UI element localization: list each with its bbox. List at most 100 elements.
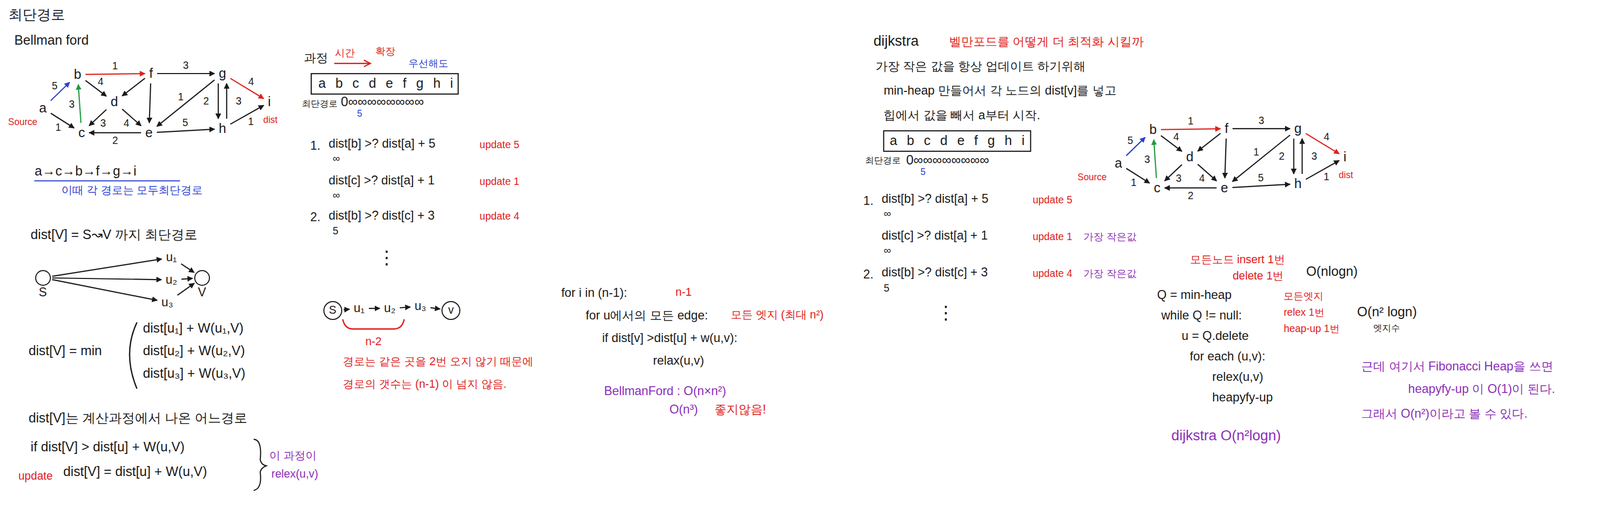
note-text: update 4 — [479, 209, 520, 222]
graph-vertex: u₁ — [163, 249, 180, 266]
note-text: dist — [263, 114, 278, 125]
note-text: 근데 여기서 Fibonacci Heap을 쓰면 — [1361, 359, 1553, 374]
note-text: ⋮ — [936, 301, 955, 323]
note-text: ⋮ — [377, 246, 396, 268]
edge-arrow — [1197, 133, 1221, 152]
edge-arrow — [430, 307, 440, 310]
graph-vertex: u₂ — [163, 271, 181, 288]
edge-weight: 5 — [50, 80, 59, 92]
node-text: c — [1153, 180, 1161, 196]
graph-vertex: b — [1146, 121, 1160, 139]
edge-weight: 3 — [1257, 114, 1266, 126]
graph-vertex: a — [36, 99, 50, 117]
circle-node: S — [323, 300, 343, 320]
note-text: dist[u₁] + W(u₁,V) — [142, 320, 244, 336]
node-text: e — [145, 125, 153, 141]
edge-weight: 3 — [182, 59, 191, 71]
note-text: dist[V] = min — [28, 342, 102, 359]
graph-vertex: i — [1340, 148, 1350, 166]
note-text: a b c d e f g h i — [318, 75, 454, 91]
note-text: 과정 — [303, 50, 329, 66]
note-text: 확장 — [375, 45, 396, 57]
edge-weight: 2 — [111, 134, 120, 146]
edge-weight: 2 — [1277, 150, 1286, 162]
note-text: update — [18, 469, 53, 483]
note-text: 모든엣지 — [1283, 289, 1324, 302]
edge-arrow — [400, 306, 411, 308]
edge-arrow — [1293, 138, 1295, 174]
edge-arrow — [1153, 139, 1157, 178]
node-text: h — [1294, 176, 1302, 192]
note-text: for i in (n-1): — [561, 285, 628, 300]
edge-arrow — [1164, 187, 1217, 189]
node-text: d — [1186, 149, 1194, 165]
edge-weight: 5 — [1256, 172, 1265, 184]
graph-vertex: e — [1218, 179, 1231, 197]
note-text: dist[b] >? dist[a] + 5 — [881, 191, 989, 206]
edge-arrow — [181, 278, 193, 279]
graph-vertex: h — [216, 120, 229, 138]
note-text: a→c→b→f→g→i — [34, 163, 137, 179]
edge-arrow — [52, 277, 162, 280]
graph-vertex: u₁ — [351, 300, 368, 317]
note-text: relex(u,v) — [1212, 369, 1263, 384]
edge-arrow — [181, 263, 195, 273]
note-text: min-heap 만들어서 각 노드의 dist[v]를 넣고 — [883, 83, 1117, 98]
note-text: O(n³) — [669, 402, 698, 417]
note-text: n-2 — [365, 334, 382, 349]
note-text: Source — [1077, 171, 1107, 183]
note-text: dijkstra — [873, 32, 919, 49]
graph-vertex: u₃ — [159, 294, 176, 311]
note-text: dist[c] >? dist[a] + 1 — [328, 173, 435, 188]
node-text: S — [329, 303, 337, 317]
graph-vertex: d — [1183, 148, 1197, 166]
note-text: dist — [1338, 169, 1353, 181]
node-text: u₁ — [353, 301, 365, 315]
edge-weight: 1 — [111, 60, 120, 72]
note-text: ∞ — [883, 244, 891, 256]
note-text: 경로의 갯수는 (n-1) 이 넘지 않음. — [342, 377, 507, 391]
edge-weight: 4 — [96, 76, 105, 88]
graph-vertex: i — [265, 93, 274, 111]
edge-weight: 3 — [1174, 172, 1183, 184]
note-text: ∞ — [883, 207, 891, 219]
note-text: while Q != null: — [1161, 308, 1242, 323]
note-text: heap-up 1번 — [1283, 322, 1340, 334]
note-text: dist[u₂] + W(u₂,V) — [142, 342, 245, 359]
edge-weight: 5 — [181, 117, 190, 129]
note-text: 좋지않음! — [714, 402, 766, 417]
edge-arrow — [226, 83, 228, 119]
note-text: O(n² logn) — [1356, 303, 1417, 320]
note-text: 최단경로 — [865, 154, 901, 166]
edge-weight: 3 — [1143, 153, 1152, 165]
note-text: 2. — [863, 267, 874, 282]
note-text: 가장 작은값 — [1083, 267, 1136, 279]
graph-vertex: u₂ — [381, 300, 399, 317]
node-text: g — [218, 66, 227, 81]
graph-vertex: a — [1111, 154, 1125, 172]
edge-arrow — [1161, 128, 1221, 130]
note-text: ∞ — [332, 152, 341, 164]
graph-vertex: g — [216, 65, 229, 82]
edge-arrow — [177, 282, 195, 296]
note-text: a b c d e f g h i — [889, 132, 1025, 149]
note-text: 가장 작은 값을 항상 업데이트 하기위해 — [875, 59, 1086, 74]
edge-arrow — [369, 307, 381, 309]
graph-vertex: f — [146, 65, 156, 82]
edge-weight: 5 — [1126, 134, 1135, 146]
node-text: c — [78, 125, 86, 141]
node-text: a — [39, 100, 47, 116]
node-text: u₃ — [414, 299, 427, 313]
note-text: 0∞∞∞∞∞∞∞∞ — [906, 152, 989, 168]
edge-arrow — [1232, 184, 1291, 188]
node-text: h — [218, 121, 227, 136]
note-text: dist[V] = dist[u] + W(u,V) — [63, 463, 208, 479]
graph-vertex: u₃ — [412, 298, 429, 314]
node-text: d — [110, 94, 119, 110]
graph-vertex: d — [108, 93, 121, 111]
node-text: b — [1149, 122, 1157, 138]
edge-arrow — [122, 78, 146, 97]
edge-weight: 2 — [202, 95, 210, 107]
node-text: g — [1294, 121, 1302, 136]
